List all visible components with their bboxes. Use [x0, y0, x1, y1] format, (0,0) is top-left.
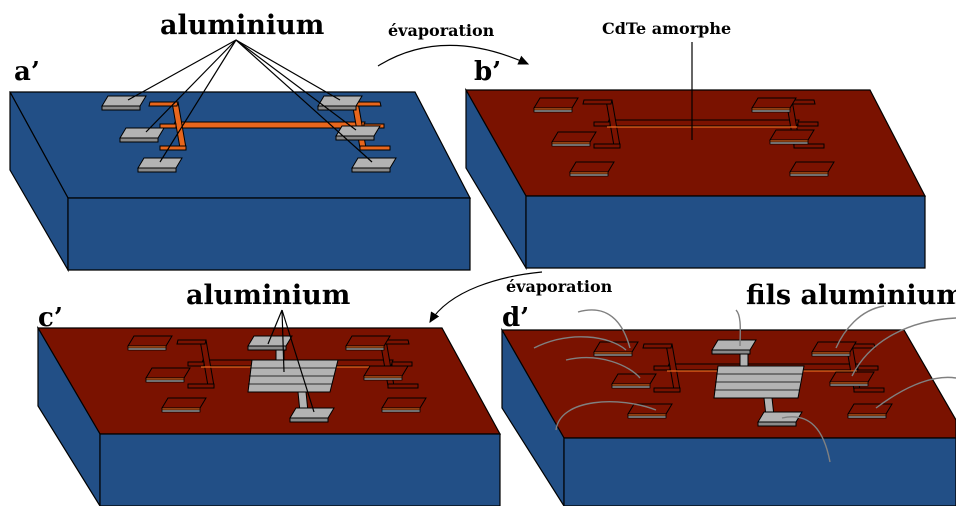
panel-b-tag: b’	[474, 57, 501, 87]
label-cdte: CdTe amorphe	[602, 19, 731, 38]
substrate-a-front	[67, 197, 471, 271]
panel-c: c’ aluminium	[36, 280, 502, 506]
panel-d-tag: d’	[502, 303, 529, 333]
label-aluminium-top: aluminium	[160, 10, 324, 41]
substrate-b-front	[525, 195, 926, 269]
label-evaporation-bottom: évaporation	[506, 277, 613, 296]
aluminium-contact-c	[247, 335, 339, 423]
aluminium-contact-d	[711, 339, 805, 427]
substrate-d-front	[563, 437, 956, 506]
panel-d: d’ fils aluminium	[500, 280, 956, 506]
arrow-evaporation-bottom: évaporation	[429, 271, 613, 324]
label-fils: fils aluminium	[746, 280, 956, 311]
label-aluminium-bottom: aluminium	[186, 280, 350, 311]
substrate-c-front	[99, 433, 501, 506]
pointer-lines-c	[267, 309, 315, 413]
pointer-lines-a	[127, 39, 373, 163]
substrate-d-left	[501, 327, 565, 506]
aluminium-wires	[533, 305, 956, 463]
arrow-evaporation-top: évaporation	[377, 21, 530, 67]
label-evaporation-top: évaporation	[388, 21, 495, 40]
substrate-a-top	[8, 91, 471, 199]
panel-a-tag: a’	[14, 57, 40, 87]
panel-b: b’ CdTe amorphe	[464, 19, 926, 271]
panel-a: a’ aluminium	[8, 10, 471, 273]
substrate-c-left	[37, 325, 101, 506]
